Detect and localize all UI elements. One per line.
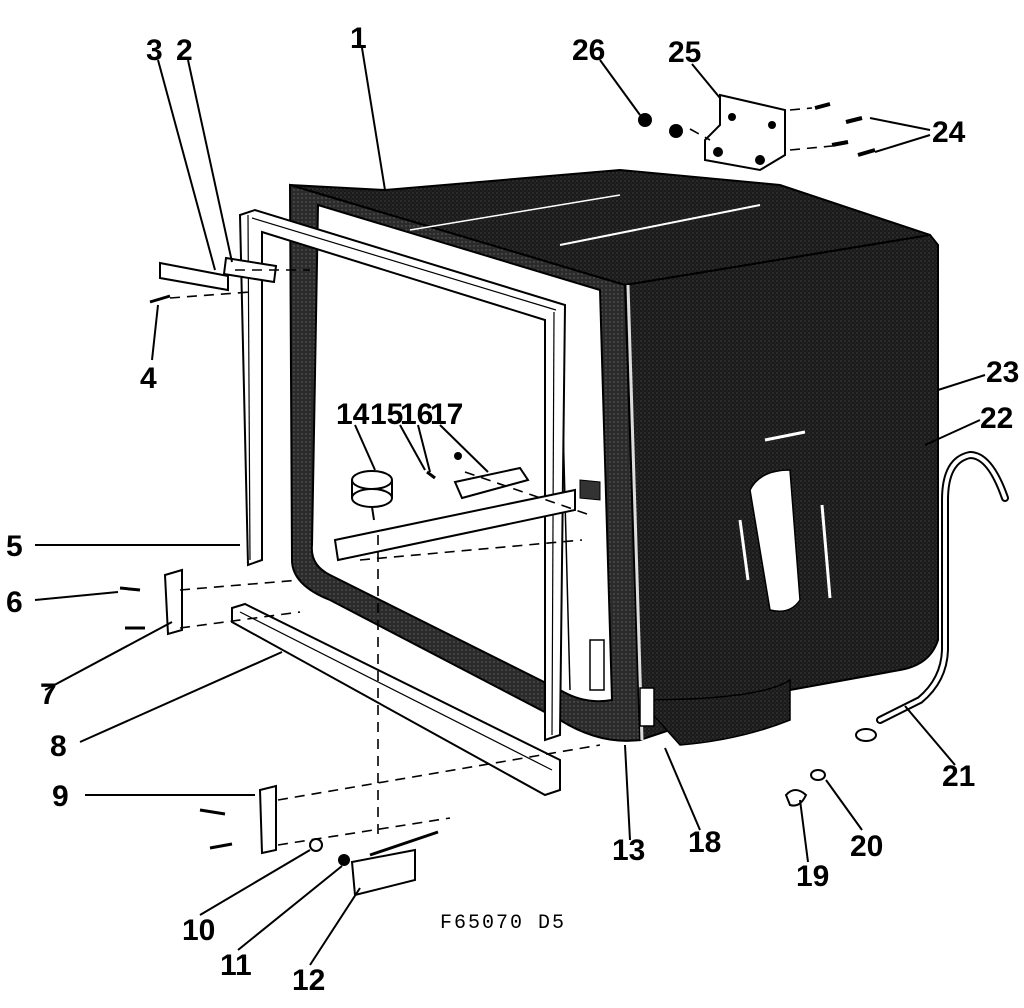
hinge-plate-2 [222,256,278,284]
callout-2: 2 [176,34,193,67]
side-cutout [749,469,801,612]
inner-rail [579,479,601,501]
callout-4: 4 [140,362,157,395]
callout-17: 17 [430,398,463,431]
callout-23: 23 [986,356,1019,389]
motor-part [351,470,393,521]
callout-15: 15 [370,398,403,431]
callout-12: 12 [292,964,325,997]
callout-14: 14 [336,398,370,431]
callout-21: 21 [942,760,975,793]
drawing-code: F65070 D5 [440,912,566,935]
callout-20: 20 [850,830,883,863]
hose-clamp [855,728,877,742]
callout-9: 9 [52,780,69,813]
assembly-lines [169,107,833,846]
callout-16: 16 [400,398,433,431]
spray-tube [333,488,576,562]
kickplate-8 [231,602,561,797]
callout-7: 7 [40,678,57,711]
fitting-20 [810,769,826,781]
callout-5: 5 [6,530,23,563]
leader-lines [34,47,986,966]
callout-22: 22 [980,402,1013,435]
washer-10 [309,838,323,852]
bracket-25 [704,93,786,172]
callout-18: 18 [688,826,721,859]
screw-4 [149,294,171,304]
callout-8: 8 [50,730,67,763]
bracket-17 [453,466,530,500]
hinge-bracket [639,687,655,727]
bolt-24c [831,140,849,147]
callout-1: 1 [350,22,367,55]
nut-26b [669,124,683,138]
bolt-24b [845,116,863,124]
callout-10: 10 [182,914,215,947]
switch-12 [350,848,416,897]
tub-base [638,678,791,746]
callout-24: 24 [932,116,966,149]
callout-13: 13 [612,834,645,867]
nut-26a [638,113,652,127]
callout-6: 6 [6,586,23,619]
bolt-24a [814,102,831,110]
clamp-19 [784,789,808,807]
hinge-3 [159,261,229,292]
callout-3: 3 [146,34,163,67]
callout-26: 26 [572,34,605,67]
callout-19: 19 [796,860,829,893]
callout-11: 11 [220,949,252,982]
bolt-24d [857,148,876,157]
bracket-6 [163,568,183,636]
callout-25: 25 [668,36,701,69]
door-gasket [238,208,567,742]
callout-labels: 1 2 3 4 5 6 7 8 9 10 11 12 13 14 15 16 1… [6,22,1019,997]
nut-11 [338,854,350,866]
screw-16 [426,470,436,480]
bracket-9 [258,784,277,855]
